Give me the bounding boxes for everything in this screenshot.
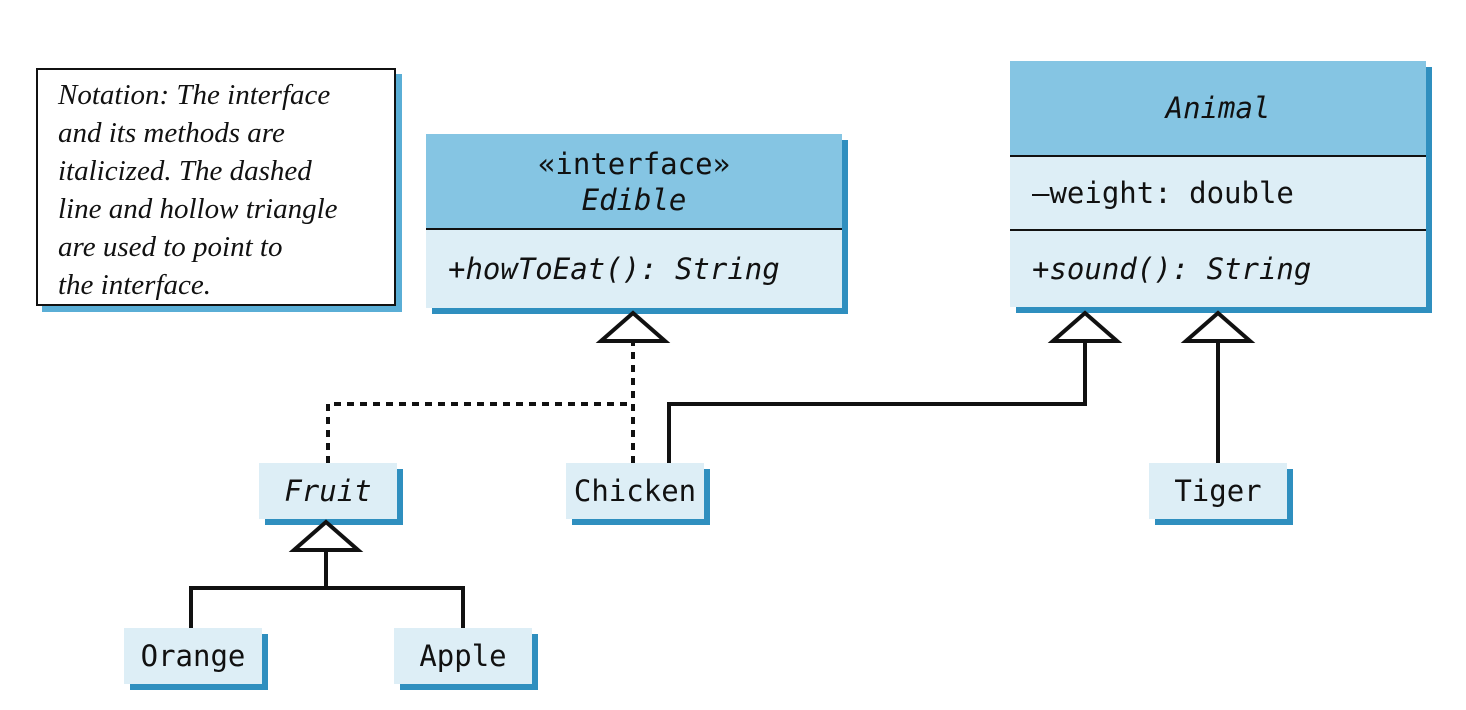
tiger-class-box: Tiger xyxy=(1149,463,1287,519)
orange-class-box: Orange xyxy=(124,628,262,684)
fruit-name: Fruit xyxy=(284,474,372,508)
edible-header: «interface» Edible xyxy=(426,134,842,230)
orange-extends-fruit-line xyxy=(189,586,465,628)
notation-note: Notation: The interface and its methods … xyxy=(36,68,396,306)
edible-stereotype: «interface» xyxy=(537,147,731,181)
fruit-generalization-triangle-icon xyxy=(288,519,364,552)
note-line: Notation: The interface xyxy=(58,79,331,111)
animal-generalization-triangle-icon xyxy=(1180,310,1256,343)
chicken-extends-animal-line xyxy=(667,341,1087,463)
edible-methods: +howToEat(): String xyxy=(426,230,842,308)
note-line: the interface. xyxy=(58,269,212,301)
note-line: and its methods are xyxy=(58,117,285,149)
note-line: italicized. The dashed xyxy=(58,155,312,187)
animal-header: Animal xyxy=(1010,61,1426,157)
edible-interface-box: «interface» Edible +howToEat(): String xyxy=(426,134,842,308)
edible-method: +howToEat(): String xyxy=(448,252,780,286)
chicken-name: Chicken xyxy=(573,474,697,508)
edible-realization-triangle-icon xyxy=(595,310,671,343)
chicken-class-box: Chicken xyxy=(566,463,704,519)
animal-method: +sound(): String xyxy=(1032,252,1312,286)
note-line: line and hollow triangle xyxy=(58,193,338,225)
apple-class-box: Apple xyxy=(394,628,532,684)
fruit-implements-edible-line xyxy=(326,402,633,463)
animal-name: Animal xyxy=(1165,91,1271,125)
apple-name: Apple xyxy=(419,639,507,673)
note-line: are used to point to xyxy=(58,231,283,263)
animal-fields: –weight: double xyxy=(1010,157,1426,231)
edible-name: Edible xyxy=(581,183,687,217)
animal-methods: +sound(): String xyxy=(1010,231,1426,307)
fruit-class-box: Fruit xyxy=(259,463,397,519)
animal-class-box: Animal –weight: double +sound(): String xyxy=(1010,61,1426,307)
orange-name: Orange xyxy=(140,639,246,673)
animal-generalization-triangle-icon xyxy=(1047,310,1123,343)
animal-field: –weight: double xyxy=(1032,176,1294,210)
tiger-name: Tiger xyxy=(1174,474,1262,508)
